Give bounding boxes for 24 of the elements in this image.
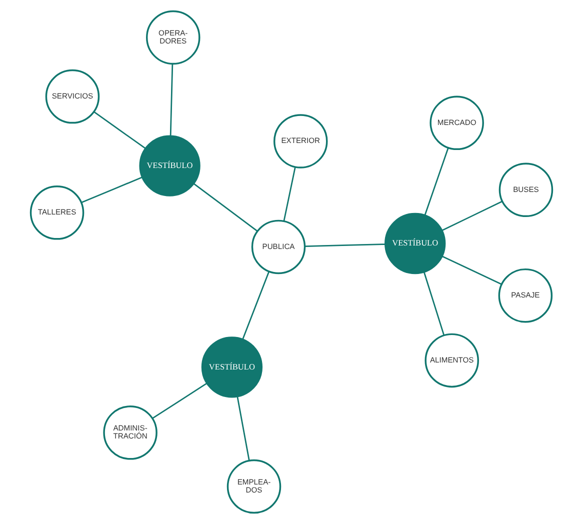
connector <box>152 382 208 419</box>
connector <box>81 176 142 204</box>
node-circle: MERCADO <box>430 96 484 150</box>
node-circle: BUSES <box>498 162 554 217</box>
connector <box>236 396 250 461</box>
node-circle: EMPLEA- DOS <box>226 459 282 514</box>
node-circle: EXTERIOR <box>274 114 328 168</box>
connector <box>283 166 296 222</box>
connector <box>442 256 502 285</box>
connector <box>242 271 270 340</box>
node-circle: ADMINIS- TRACIÓN <box>103 406 158 460</box>
node-circle: ALIMENTOS <box>424 333 479 388</box>
connector <box>193 183 258 232</box>
connector <box>170 64 174 136</box>
node-circle: TALLERES <box>30 186 84 240</box>
node-circle: PUBLICA <box>251 220 306 274</box>
connector <box>423 272 445 336</box>
node-circle: PASAJE <box>498 268 553 323</box>
connector <box>304 244 386 247</box>
connector <box>442 200 502 232</box>
node-circle: OPERA- DORES <box>146 10 200 65</box>
connector <box>94 111 146 150</box>
connector <box>424 148 449 216</box>
node-circle: SERVICIOS <box>45 69 100 124</box>
